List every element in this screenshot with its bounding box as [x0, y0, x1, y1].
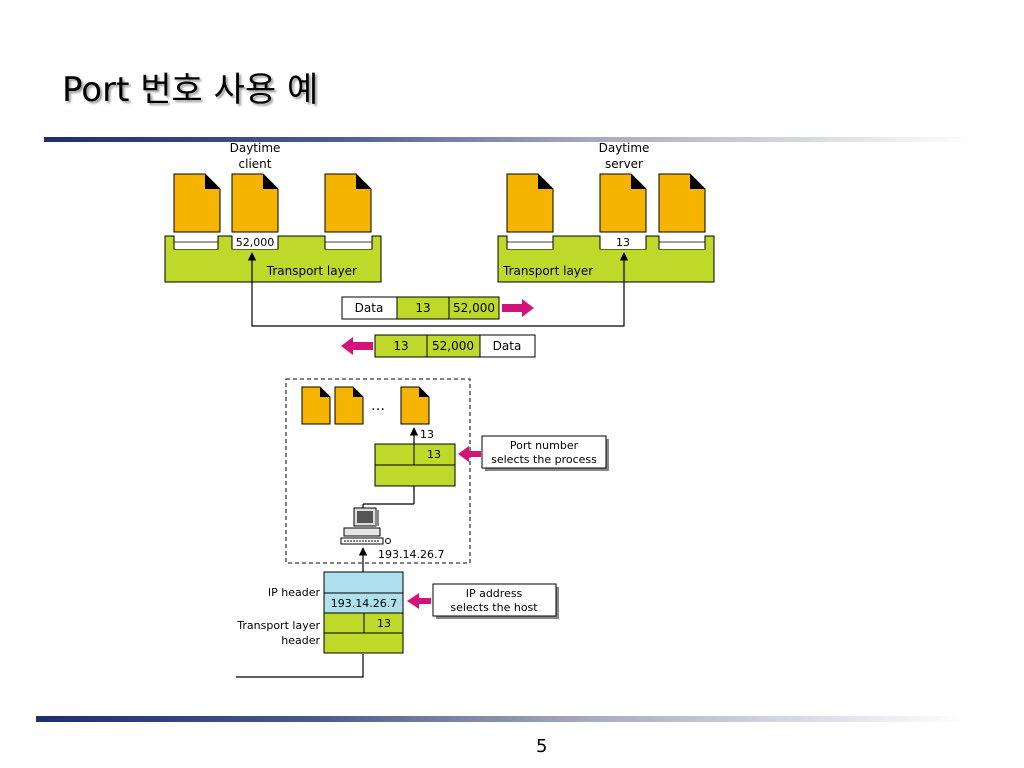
ip-callout-line1: IP address	[466, 587, 523, 600]
server-ports: 13	[506, 236, 706, 249]
response-dst-port: 13	[393, 339, 408, 353]
transport-demux-box: 13	[374, 443, 456, 487]
client-port-label: 52,000	[236, 236, 275, 249]
client-label-line2: client	[239, 157, 272, 171]
client-ports: 52,000	[173, 236, 373, 249]
host-process-icons	[301, 386, 430, 425]
title-underline	[44, 137, 974, 142]
left-arrow-icon	[407, 593, 431, 609]
server-label-line1: Daytime	[599, 141, 650, 155]
computer-icon	[340, 507, 391, 545]
request-dst-port: 13	[415, 301, 430, 315]
response-src-port: 52,000	[432, 339, 474, 353]
transport-header-label-line1: Transport layer	[236, 619, 320, 632]
port-number-callout: Port number selects the process	[481, 435, 609, 471]
client-label-line1: Daytime	[230, 141, 281, 155]
response-segment: 13 52,000 Data	[341, 334, 536, 358]
client-process-icons	[173, 173, 372, 233]
port-callout-line2: selects the process	[491, 453, 597, 466]
ip-callout-line2: selects the host	[450, 601, 538, 614]
port-callout-line1: Port number	[510, 439, 579, 452]
request-segment: Data 13 52,000	[341, 296, 534, 320]
left-arrow-icon	[458, 446, 481, 462]
packet-transport-port: 13	[377, 617, 391, 630]
slide-title: Port 번호 사용 예	[62, 70, 319, 110]
packet-stack: 193.14.26.7 13	[323, 571, 404, 654]
page-number: 5	[536, 736, 548, 757]
transport-header-label-line2: header	[281, 634, 320, 647]
ip-header-label: IP header	[268, 586, 321, 599]
client-layer-label: Transport layer	[266, 264, 357, 278]
host-ip-label: 193.14.26.7	[378, 548, 444, 561]
server-process-icons	[506, 173, 706, 233]
left-arrow-icon	[341, 337, 373, 355]
footer-rule	[36, 716, 966, 722]
server-layer-label: Transport layer	[502, 264, 593, 278]
request-src-port: 52,000	[453, 301, 495, 315]
ip-address-callout: IP address selects the host	[432, 583, 559, 619]
server-port-label: 13	[616, 236, 630, 249]
demux-port-value: 13	[427, 448, 441, 461]
ellipsis-label: …	[371, 398, 385, 414]
process-port-label: 13	[420, 428, 434, 441]
response-data-label: Data	[493, 339, 522, 353]
incoming-line	[236, 654, 364, 678]
server-label-line2: server	[605, 157, 643, 171]
host-boundary	[285, 378, 471, 564]
right-arrow-icon	[502, 299, 534, 317]
connection-line	[247, 252, 629, 327]
packet-ip-value: 193.14.26.7	[331, 597, 397, 610]
request-data-label: Data	[355, 301, 384, 315]
